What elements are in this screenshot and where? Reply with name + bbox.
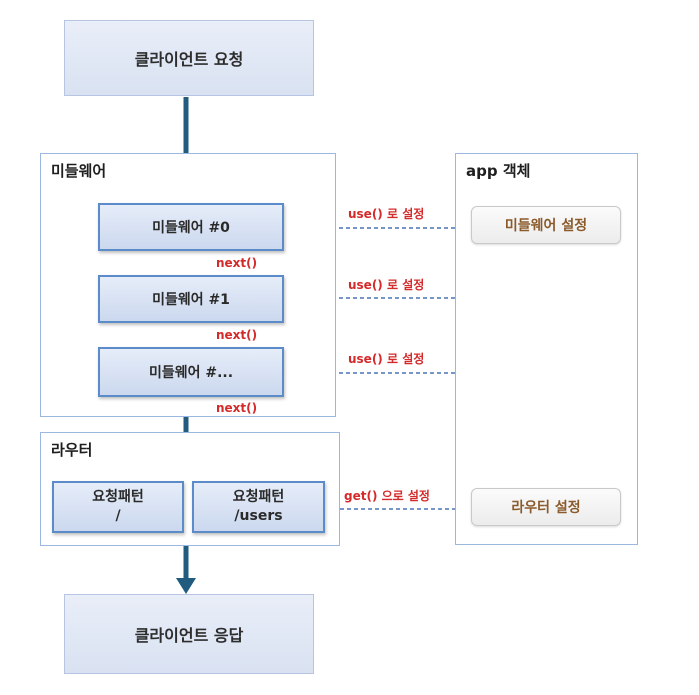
use-label-1: use() 로 설정 bbox=[348, 278, 425, 292]
middleware-box-2: 미들웨어 #... bbox=[98, 347, 284, 397]
middleware-setting-label: 미들웨어 설정 bbox=[504, 218, 588, 234]
router-setting-label: 라우터 설정 bbox=[511, 500, 581, 516]
app-object-title: app 객체 bbox=[466, 162, 531, 180]
client-request-box: 클라이언트 요청 bbox=[64, 20, 314, 96]
middleware-label-2: 미들웨어 #... bbox=[148, 365, 234, 381]
next-label-0: next() bbox=[216, 256, 258, 270]
route-pattern-users: 요청패턴 /users bbox=[192, 481, 325, 533]
next-label-2: next() bbox=[216, 401, 258, 415]
middleware-setting-box: 미들웨어 설정 bbox=[471, 206, 621, 244]
router-setting-box: 라우터 설정 bbox=[471, 488, 621, 526]
middleware-box-1: 미들웨어 #1 bbox=[98, 275, 284, 323]
middleware-label-0: 미들웨어 #0 bbox=[152, 220, 230, 236]
response-arrow bbox=[176, 546, 196, 594]
client-response-label: 클라이언트 응답 bbox=[134, 626, 244, 645]
route-pattern-users-line1: 요청패턴 bbox=[232, 489, 285, 505]
get-label: get() 으로 설정 bbox=[344, 489, 430, 503]
route-pattern-root-line1: 요청패턴 bbox=[92, 489, 144, 505]
middleware-box-0: 미들웨어 #0 bbox=[98, 203, 284, 251]
middleware-label-1: 미들웨어 #1 bbox=[152, 292, 230, 308]
route-pattern-root-line2: / bbox=[115, 508, 121, 524]
use-label-0: use() 로 설정 bbox=[348, 207, 425, 221]
middleware-group-title: 미들웨어 bbox=[51, 162, 107, 180]
use-label-2: use() 로 설정 bbox=[348, 352, 425, 366]
route-pattern-users-line2: /users bbox=[234, 508, 283, 524]
route-pattern-root: 요청패턴 / bbox=[52, 481, 184, 533]
next-label-1: next() bbox=[216, 328, 258, 342]
client-request-label: 클라이언트 요청 bbox=[134, 50, 244, 69]
client-response-box: 클라이언트 응답 bbox=[64, 594, 314, 674]
router-group-title: 라우터 bbox=[51, 441, 93, 459]
